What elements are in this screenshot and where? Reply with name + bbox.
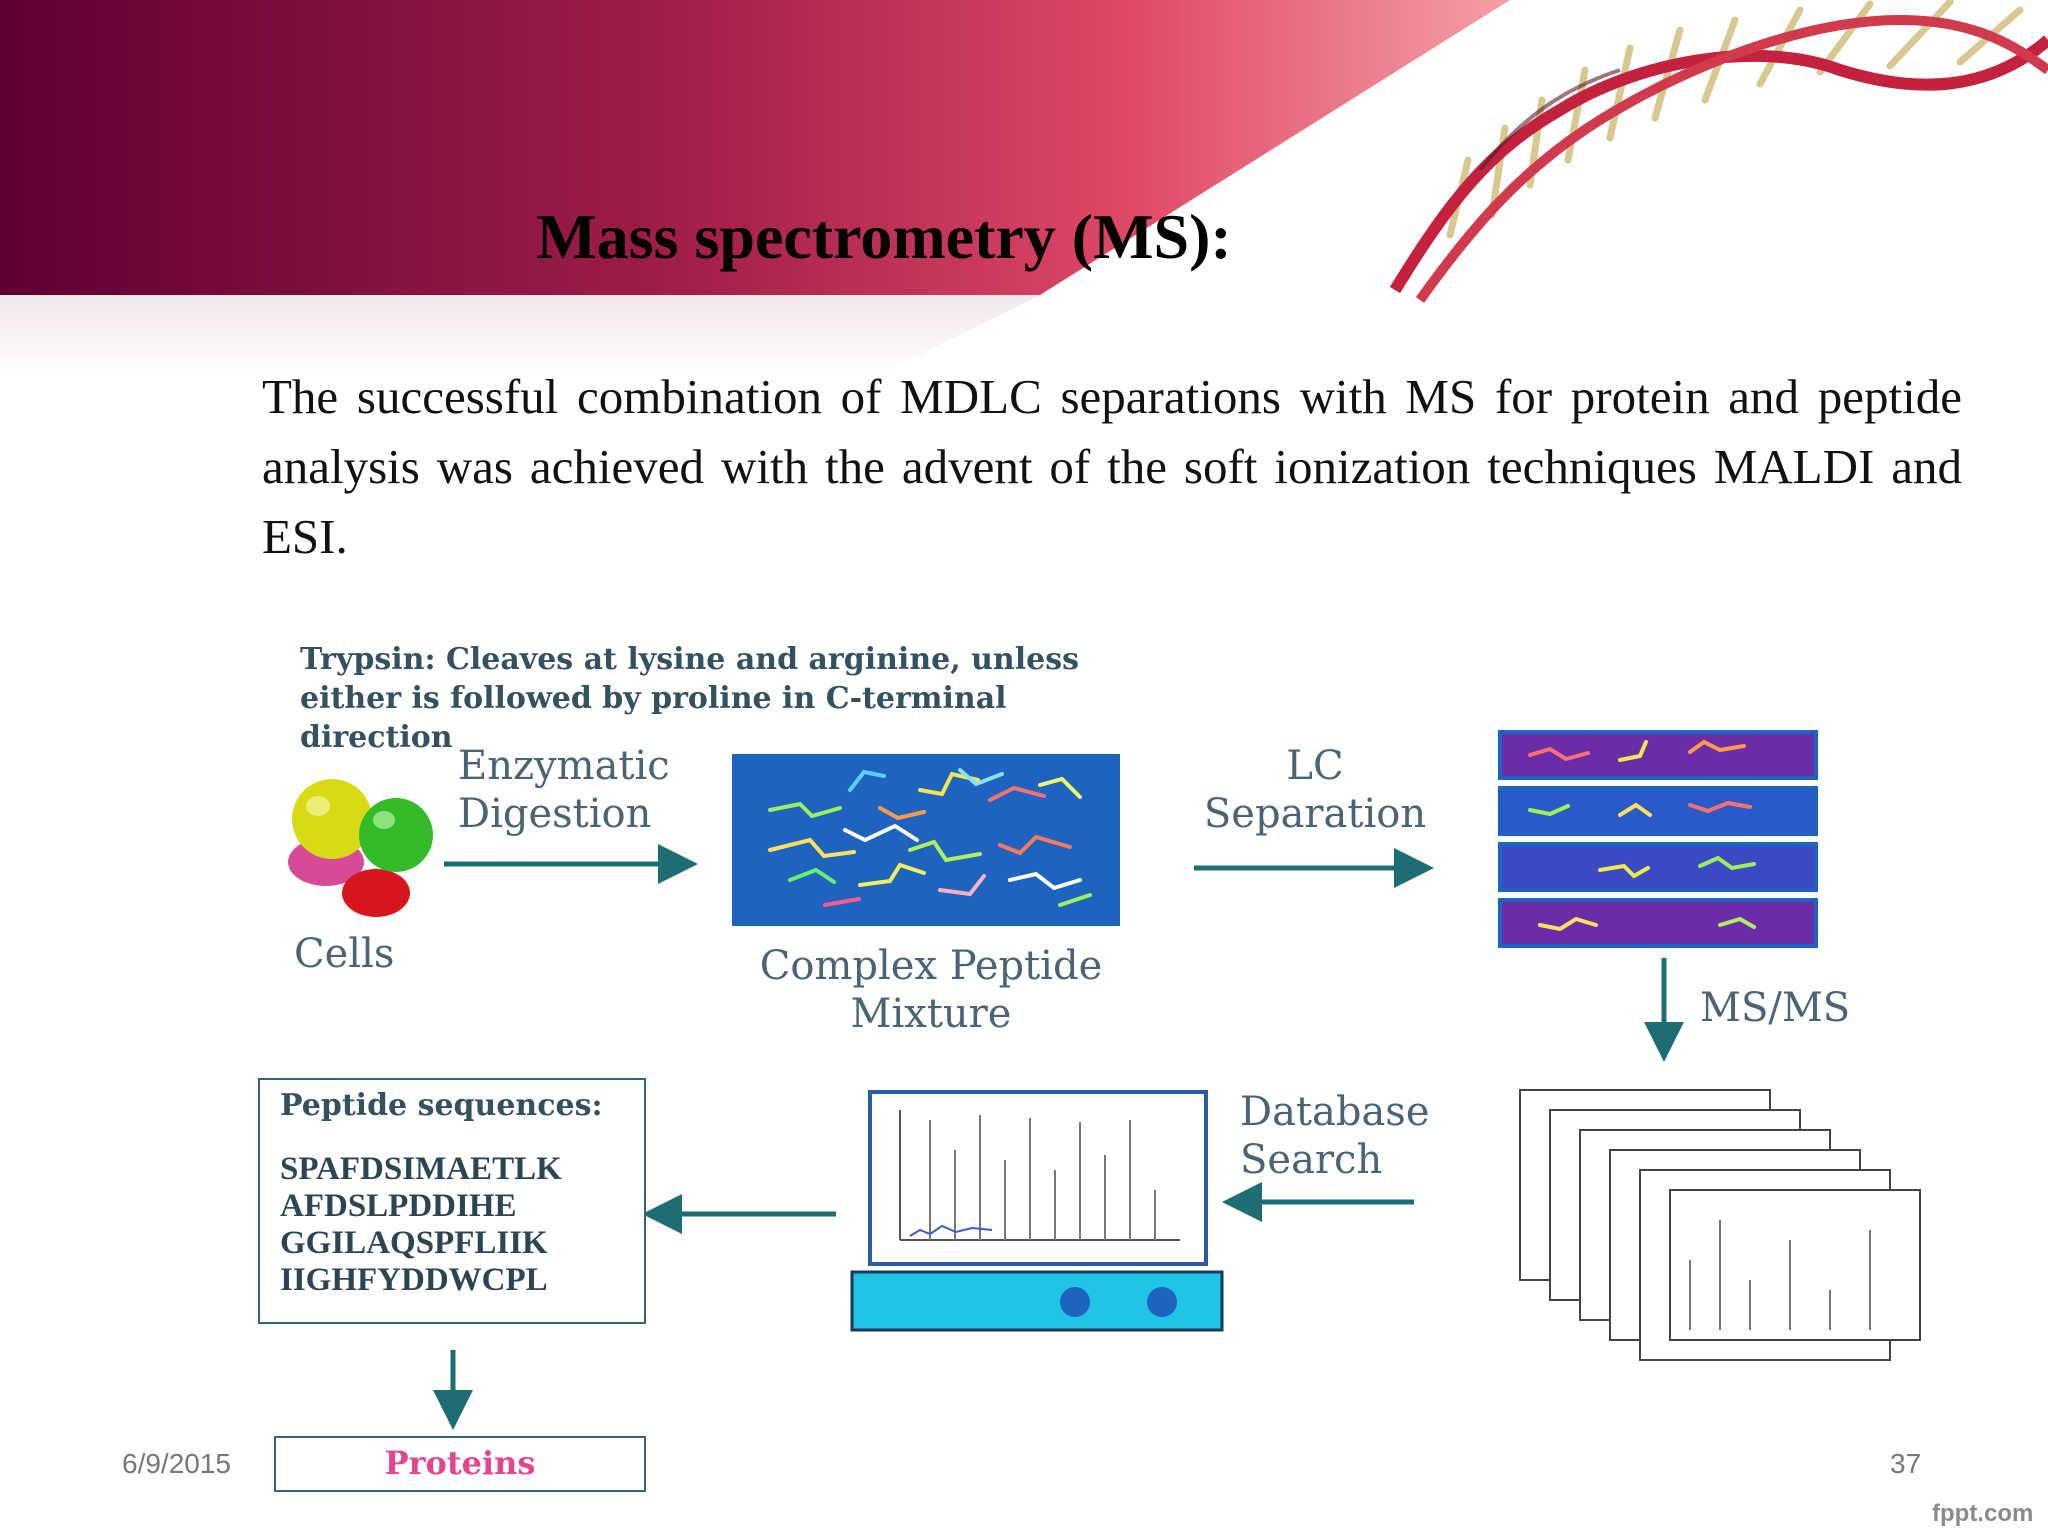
trypsin-note-line2: either is followed by proline in C-termi… bbox=[300, 681, 1007, 716]
peptide-mixture-image bbox=[732, 754, 1120, 926]
trypsin-note-line1: Trypsin: Cleaves at lysine and arginine,… bbox=[300, 642, 1079, 677]
brand-watermark: fppt.com bbox=[1932, 1500, 2034, 1527]
slide-body-text: The successful combination of MDLC separ… bbox=[262, 369, 1962, 564]
database-search-label: Database Search bbox=[1240, 1089, 1430, 1183]
cells-icon bbox=[288, 779, 433, 917]
peptide-sequences-box: Peptide sequences: SPAFDSIMAETLK AFDSLPD… bbox=[258, 1078, 646, 1324]
peptide-sequences-header: Peptide sequences: bbox=[280, 1088, 603, 1123]
slide-page-number: 37 bbox=[1890, 1448, 1922, 1479]
lc-separation-label: LC Separation bbox=[1203, 743, 1427, 837]
msms-spectra-image bbox=[1519, 1089, 1921, 1361]
peptide-sequence: AFDSLPDDIHE bbox=[280, 1188, 517, 1224]
slide-date: 6/9/2015 bbox=[122, 1448, 231, 1479]
msms-label: MS/MS bbox=[1700, 985, 1851, 1031]
peptide-sequence: SPAFDSIMAETLK bbox=[280, 1151, 562, 1187]
cells-label: Cells bbox=[294, 931, 395, 977]
dna-helix-icon bbox=[1389, 0, 2048, 303]
lc-columns-image bbox=[1498, 730, 1818, 948]
trypsin-note: Trypsin: Cleaves at lysine and arginine,… bbox=[300, 640, 1079, 757]
slide-title: Mass spectrometry (MS): bbox=[536, 201, 1232, 272]
header-banner bbox=[0, 0, 2048, 375]
proteins-box: Proteins bbox=[274, 1436, 646, 1492]
trypsin-note-line3: direction bbox=[300, 720, 453, 755]
digestion-label: Enzymatic Digestion bbox=[458, 743, 670, 837]
mixture-label: Complex Peptide Mixture bbox=[759, 943, 1103, 1037]
computer-spectrum-image bbox=[850, 1090, 1224, 1332]
peptide-sequence: GGILAQSPFLIIK bbox=[280, 1225, 548, 1261]
peptide-sequence: IIGHFYDDWCPL bbox=[280, 1262, 548, 1298]
